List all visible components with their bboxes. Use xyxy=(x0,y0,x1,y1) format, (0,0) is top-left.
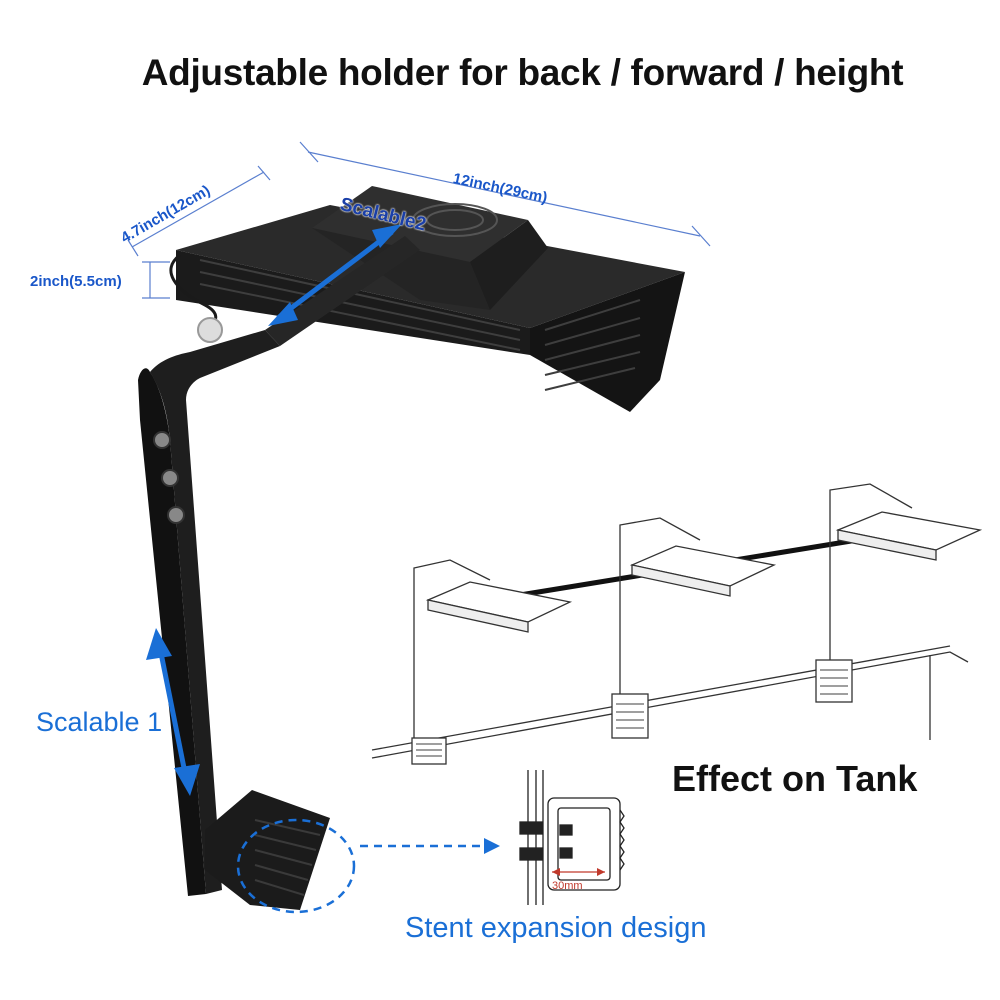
light-fixture xyxy=(169,186,685,412)
stent-callout xyxy=(236,818,500,914)
stent-detail xyxy=(519,770,625,905)
dimension-lines xyxy=(127,141,711,299)
effect-on-tank-label: Effect on Tank xyxy=(672,758,918,799)
holder-arm xyxy=(138,236,420,910)
tank-effect-drawing xyxy=(371,483,983,765)
clamp-width-label: 30mm xyxy=(552,880,583,892)
page-title: Adjustable holder for back / forward / h… xyxy=(141,52,904,93)
stent-design-label: Stent expansion design xyxy=(405,912,707,944)
dimension-height-label: 2inch(5.5cm) xyxy=(30,273,122,290)
scalable1-label: Scalable 1 xyxy=(36,707,163,737)
scalable1-arrow xyxy=(146,628,200,796)
scalable2-arrow xyxy=(268,224,402,326)
